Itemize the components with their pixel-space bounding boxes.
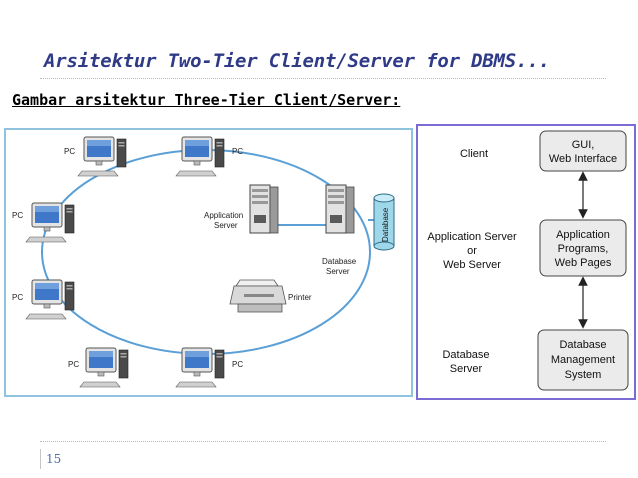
pc-top-right [175, 136, 225, 177]
slide-title: Arsitektur Two-Tier Client/Server for DB… [44, 50, 550, 72]
pc-label: PC [232, 147, 243, 156]
application-box-label: Application [556, 229, 610, 241]
slide-subtitle: Gambar arsitektur Three-Tier Client/Serv… [12, 91, 401, 109]
dbms-box-label: Management [551, 354, 615, 366]
tier-client-label: Client [460, 148, 488, 160]
network-diagram-svg: PC PC PC PC PC PC Application Server [12, 136, 395, 388]
pc-lower-left [25, 279, 75, 320]
dbms-box-label: Database [559, 339, 606, 351]
title-divider [40, 78, 606, 79]
application-box-label: Web Pages [555, 257, 612, 269]
pc-label: PC [64, 147, 75, 156]
gui-box-label: GUI, [572, 139, 595, 151]
footer-divider [40, 441, 606, 442]
three-tier-diagram: Client GUI, Web Interface Application Se… [416, 124, 636, 400]
tier-db-label: Server [450, 363, 483, 375]
pc-label: PC [68, 360, 79, 369]
network-ring [41, 149, 371, 355]
database-label: Database [381, 207, 390, 242]
application-box-label: Programs, [558, 243, 609, 255]
printer-icon [229, 279, 287, 313]
database-cylinder-icon [373, 193, 395, 251]
pc-label: PC [12, 211, 23, 220]
dbms-box [537, 329, 629, 391]
application-server-icon [249, 184, 279, 234]
pc-bottom-left [79, 347, 129, 388]
db-server-label: Server [326, 267, 350, 276]
db-server-label: Database [322, 257, 357, 266]
database-server-icon [325, 184, 355, 234]
app-server-label: Server [214, 221, 238, 230]
pc-mid-left [25, 202, 75, 243]
printer-label: Printer [288, 293, 312, 302]
tier-app-label: Web Server [443, 259, 501, 271]
pc-bottom-right [175, 347, 225, 388]
tier-app-label: or [467, 245, 477, 257]
page-number-bar [40, 449, 41, 469]
application-box [539, 219, 627, 277]
page-number: 15 [46, 452, 62, 466]
gui-box-label: Web Interface [549, 153, 617, 165]
gui-box [539, 130, 627, 172]
pc-label: PC [12, 293, 23, 302]
tier-db-label: Database [442, 349, 489, 361]
pc-label: PC [232, 360, 243, 369]
dbms-box-label: System [565, 369, 602, 381]
app-server-label: Application [204, 211, 243, 220]
network-diagram: PC PC PC PC PC PC Application Server [4, 128, 413, 397]
pc-top-left [77, 136, 127, 177]
tier-app-label: Application Server [427, 231, 517, 243]
three-tier-diagram-svg: Client GUI, Web Interface Application Se… [427, 130, 629, 391]
